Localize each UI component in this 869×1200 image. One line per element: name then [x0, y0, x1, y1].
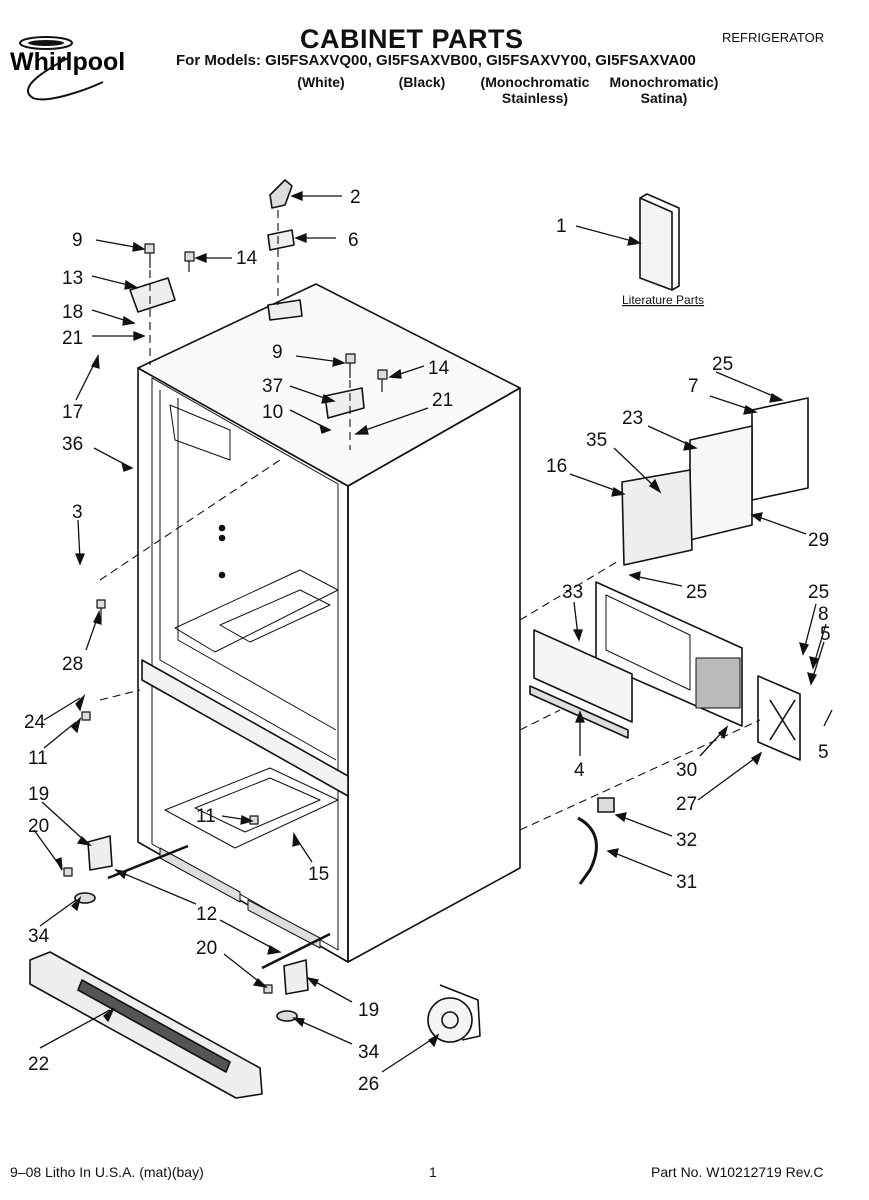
cabinet-divider: [141, 659, 349, 797]
callout-9b: 9: [272, 342, 283, 363]
callout-17: 17: [62, 402, 83, 423]
callout-11b: 11: [196, 806, 216, 827]
roller-wheel: [427, 997, 473, 1043]
callout-23: 23: [622, 408, 643, 429]
model-list: For Models: GI5FSAXVQ00, GI5FSAXVB00, GI…: [176, 52, 696, 69]
cabinet-top: [137, 283, 521, 487]
callout-2: 2: [350, 187, 361, 208]
callout-25b: 25: [686, 582, 707, 603]
hinge-pin: [269, 179, 293, 209]
callout-25c: 25: [808, 582, 829, 603]
callout-35: 35: [586, 430, 607, 451]
callout-28: 28: [62, 654, 83, 675]
callout-27: 27: [676, 794, 697, 815]
whirlpool-logo: Whirlpool: [8, 34, 180, 104]
callout-6: 6: [348, 230, 359, 251]
variant-white: (White): [297, 74, 345, 90]
appliance-type: REFRIGERATOR: [722, 30, 825, 45]
callout-32: 32: [676, 830, 697, 851]
callout-14b: 14: [428, 358, 450, 379]
filter-panel: [533, 629, 633, 723]
callout-14a: 14: [236, 248, 258, 269]
callout-37: 37: [262, 376, 283, 397]
callout-10: 10: [262, 402, 283, 423]
callout-21b: 21: [432, 390, 453, 411]
callout-20b: 20: [196, 938, 217, 959]
screw-icons: [63, 243, 388, 994]
literature-parts-label: Literature Parts: [622, 293, 704, 307]
drain-bracket: [757, 675, 801, 761]
callout-34b: 34: [358, 1042, 380, 1063]
callout-16: 16: [546, 456, 567, 477]
callout-18: 18: [62, 302, 83, 323]
drain-tube: [577, 816, 598, 885]
top-hinge-plate: [129, 277, 176, 313]
callout-11a: 11: [28, 748, 48, 769]
control-box-cover: [751, 397, 809, 501]
cabinet-side: [347, 387, 521, 963]
callout-29: 29: [808, 530, 829, 551]
callout-34a: 34: [28, 926, 50, 947]
callout-4: 4: [574, 760, 585, 781]
footer-page-number: 1: [429, 1164, 437, 1180]
callout-26: 26: [358, 1074, 379, 1095]
variant-stainless: (Monochromatic Stainless): [480, 74, 590, 106]
callout-36: 36: [62, 434, 83, 455]
callout-20a: 20: [28, 816, 49, 837]
callout-25a: 25: [712, 354, 733, 375]
literature-booklet: [639, 197, 673, 291]
callout-1: 1: [556, 216, 567, 237]
footer-litho: 9–08 Litho In U.S.A. (mat)(bay): [10, 1164, 204, 1180]
callout-numbers: 1 2 3 4 5 5 6 7 8 9 9 10 11 11 12 13 14 …: [24, 187, 831, 1095]
callout-31: 31: [676, 872, 697, 893]
page-title: CABINET PARTS: [300, 24, 524, 54]
callout-5a: 5: [820, 624, 831, 645]
callout-19a: 19: [28, 784, 49, 805]
callout-7: 7: [688, 376, 699, 397]
callout-33: 33: [562, 582, 583, 603]
callout-22: 22: [28, 1054, 49, 1075]
callout-3: 3: [72, 502, 83, 523]
brand-text: Whirlpool: [10, 48, 125, 76]
variant-satina: Monochromatic) Satina): [609, 74, 719, 106]
callout-12: 12: [196, 904, 217, 925]
callout-13: 13: [62, 268, 83, 289]
footer-part-number: Part No. W10212719 Rev.C: [651, 1164, 824, 1180]
leader-arrows: [33, 191, 833, 1073]
callout-30: 30: [676, 760, 697, 781]
callout-9a: 9: [72, 230, 83, 251]
variant-black: (Black): [398, 74, 446, 90]
rear-access-panel: [595, 581, 743, 727]
center-hinge: [324, 387, 365, 419]
cabinet-inner-opening: [151, 377, 339, 951]
callout-21a: 21: [62, 328, 83, 349]
callout-5b: 5: [818, 742, 829, 763]
callout-15: 15: [308, 864, 329, 885]
callout-8: 8: [818, 604, 829, 625]
callout-19b: 19: [358, 1000, 379, 1021]
callout-24: 24: [24, 712, 46, 733]
